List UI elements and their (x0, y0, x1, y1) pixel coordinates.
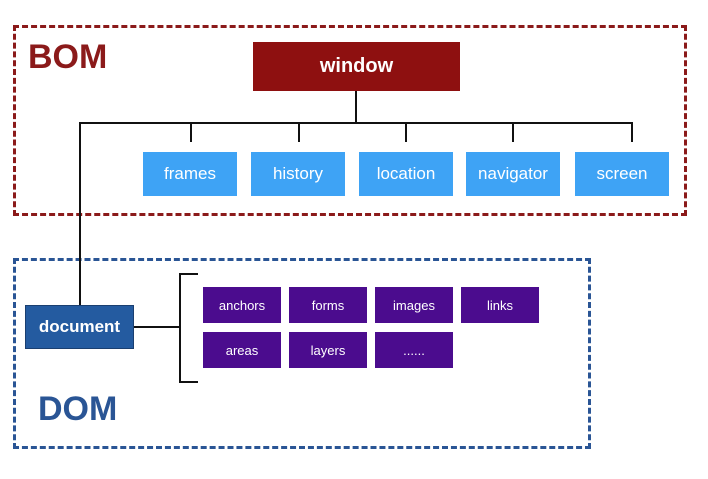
bom-label: BOM (28, 38, 108, 76)
location-connector (405, 122, 407, 142)
more-node: ...... (375, 332, 453, 368)
links-node: links (461, 287, 539, 323)
window-stem-connector (355, 91, 357, 123)
screen-connector (631, 122, 633, 142)
document-bracket-connector (134, 326, 180, 328)
history-connector (298, 122, 300, 142)
bracket-top-tick (179, 273, 198, 275)
screen-node: screen (575, 152, 669, 196)
location-node: location (359, 152, 453, 196)
document-connector (79, 122, 81, 305)
window-branch-bar (79, 122, 633, 124)
images-node: images (375, 287, 453, 323)
forms-node: forms (289, 287, 367, 323)
history-node: history (251, 152, 345, 196)
anchors-node: anchors (203, 287, 281, 323)
navigator-node: navigator (466, 152, 560, 196)
bracket-bottom-tick (179, 381, 198, 383)
dom-region (13, 258, 591, 449)
frames-node: frames (143, 152, 237, 196)
frames-connector (190, 122, 192, 142)
bracket-vertical (179, 273, 181, 383)
window-node: window (253, 42, 460, 91)
layers-node: layers (289, 332, 367, 368)
dom-label: DOM (38, 390, 118, 428)
areas-node: areas (203, 332, 281, 368)
navigator-connector (512, 122, 514, 142)
bom-region (13, 25, 687, 216)
document-node: document (25, 305, 134, 349)
